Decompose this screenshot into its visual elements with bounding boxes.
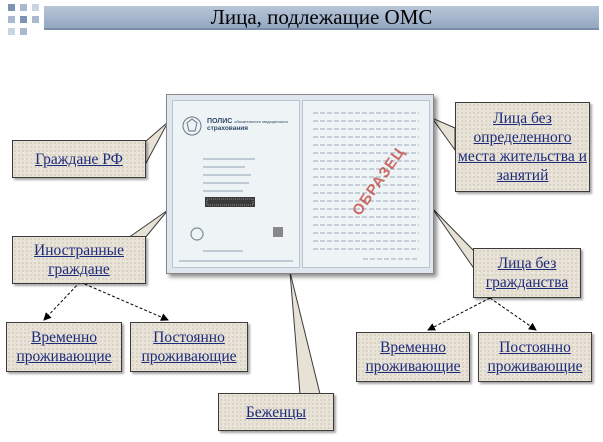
decorative-square (8, 16, 15, 23)
box-stateless-temporary-label: Временно проживающие (365, 339, 461, 375)
arrow-stateless-permanent (489, 297, 537, 331)
box-citizens-label: Граждане РФ (35, 150, 123, 168)
callout-pointer-refugees (289, 271, 321, 395)
policy-document-image: ПОЛИС обязательного медицинского страхов… (166, 94, 434, 274)
box-foreign-temporary-label: Временно проживающие (16, 329, 112, 365)
box-stateless: Лица без гражданства (473, 248, 581, 298)
decorative-square (8, 4, 15, 11)
decorative-square (32, 4, 39, 11)
box-citizens: Граждане РФ (12, 140, 146, 178)
arrow-foreign-permanent (79, 281, 169, 321)
policy-front-page: ПОЛИС обязательного медицинского страхов… (172, 100, 300, 268)
box-stateless-label: Лица без гражданства (485, 255, 569, 291)
box-homeless-label: Лица без определенного места жительства … (458, 110, 587, 184)
box-foreign-permanent-label: Постоянно проживающие (141, 329, 237, 365)
callout-pointer-stateless (431, 207, 476, 272)
decorative-square (20, 16, 27, 23)
decorative-square (8, 28, 15, 35)
arrow-foreign-temporary (43, 281, 81, 321)
policy-heading: ПОЛИС обязательного медицинского (207, 118, 289, 125)
box-foreign-permanent: Постоянно проживающие (130, 322, 248, 372)
box-foreign-temporary: Временно проживающие (6, 322, 122, 372)
decorative-square (32, 16, 39, 23)
box-refugees: Беженцы (218, 393, 334, 431)
decorative-square (20, 4, 27, 11)
box-foreigners-label: Иностранные граждане (34, 242, 124, 278)
text-lines (313, 112, 419, 260)
arrow-stateless-temporary (427, 297, 491, 331)
title-bar (44, 6, 599, 28)
box-stateless-temporary: Временно проживающие (356, 332, 470, 382)
title-underline (44, 28, 599, 30)
form-lines (179, 158, 293, 262)
box-stateless-permanent-label: Постоянно проживающие (487, 339, 583, 375)
box-homeless: Лица без определенного места жительства … (455, 102, 590, 192)
box-refugees-label: Беженцы (245, 403, 307, 421)
emblem-icon (182, 116, 202, 136)
callout-pointer-foreigners (126, 209, 169, 239)
box-foreigners: Иностранные граждане (12, 236, 146, 284)
slide-title: Лица, подлежащие ОМС (210, 5, 433, 29)
policy-back-page: ОБРАЗЕЦ (302, 100, 430, 268)
decorative-square (20, 28, 27, 35)
policy-subheading: страхования (207, 125, 249, 132)
callout-pointer-citizens (144, 121, 169, 166)
callout-pointer-homeless (430, 116, 456, 152)
box-stateless-permanent: Постоянно проживающие (478, 332, 592, 382)
